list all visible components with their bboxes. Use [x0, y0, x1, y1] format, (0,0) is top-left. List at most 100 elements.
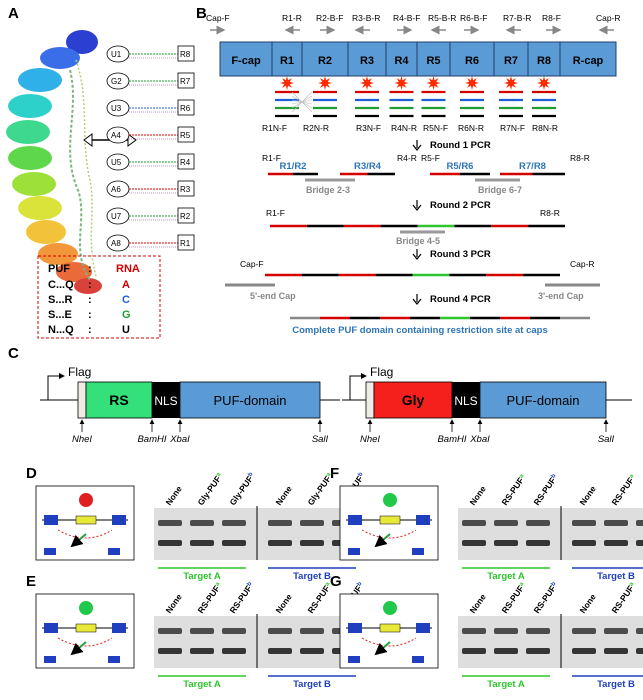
- code-row-puf: C...Q: [48, 279, 74, 291]
- lane-label-sup: a: [325, 471, 332, 478]
- bridge-label: Bridge 4-5: [396, 236, 440, 246]
- gel-band-upper: [190, 520, 214, 526]
- panel-letter-b: B: [196, 5, 207, 22]
- restriction-site-label: SalI: [598, 434, 615, 445]
- lane-label-sup: a: [324, 581, 331, 588]
- domain-label: RS: [109, 392, 128, 408]
- puf-domain-label: PUF-domain: [507, 393, 580, 408]
- segment-label: R7: [504, 55, 518, 67]
- target-b-label: Target B: [597, 571, 635, 582]
- top-primer-label: R2-B-F: [316, 13, 343, 23]
- splice-path: [57, 529, 113, 539]
- domain-box: [373, 381, 453, 419]
- bottom-primer-label: R6N-R: [458, 123, 484, 133]
- flag-box: [365, 381, 375, 419]
- lane-label: RS-PUFa: [609, 472, 638, 507]
- panel-letter-g: G: [330, 573, 342, 590]
- segment-label: R8: [537, 55, 551, 67]
- alt-exon-box: [379, 515, 401, 525]
- r2-primer-label: R8-R: [540, 208, 560, 218]
- panel-letter-f: F: [330, 465, 339, 482]
- round-label: Round 2 PCR: [430, 200, 491, 211]
- lane-label-sup: b: [247, 471, 254, 478]
- gel-band-upper: [222, 628, 246, 634]
- splice-path: [57, 637, 113, 647]
- r2-primer-label: R1-F: [266, 208, 285, 218]
- rna-base-label: U3: [111, 104, 122, 113]
- segment-label: R-cap: [573, 55, 604, 67]
- target-a-label: Target A: [487, 571, 525, 582]
- flag-label: Flag: [370, 365, 393, 379]
- gel-band-lower: [190, 648, 214, 654]
- exon-box: [112, 515, 126, 525]
- round-label: Round 3 PCR: [430, 249, 491, 260]
- segment-label: R1: [280, 55, 294, 67]
- gel-background: [458, 616, 643, 668]
- product-box: [412, 548, 424, 555]
- lane-label: RS-PUFa: [305, 580, 334, 615]
- gel-background: [458, 508, 643, 560]
- restriction-site-label: BamHI: [437, 434, 466, 445]
- code-row-sep: :: [88, 324, 92, 336]
- exon-box: [44, 515, 58, 525]
- rna-base-label: U5: [111, 158, 122, 167]
- gel-band-lower: [636, 648, 643, 654]
- lane-label-sup: a: [215, 471, 222, 478]
- mutation-star-icon: [465, 76, 479, 90]
- lane-label: RS-PUFb: [531, 580, 560, 615]
- lane-label: Gly-PUFa: [305, 471, 335, 507]
- segment-box: [527, 41, 561, 77]
- lane-label: RS-PUFb: [531, 472, 560, 507]
- top-primer-label: Cap-F: [206, 13, 230, 23]
- target-a-label: Target A: [183, 679, 221, 690]
- code-row-puf: N...Q: [48, 324, 74, 336]
- cross-line: [291, 91, 313, 113]
- round-label: Round 4 PCR: [430, 294, 491, 305]
- lane-label: Gly-PUFa: [195, 471, 225, 507]
- gel-panel-d: NoneGly-PUFaGly-PUFbNoneGly-PUFaGly-PUFb…: [35, 471, 367, 582]
- code-table: PUF : RNA C...Q:AS...R:CS...E:GN...Q:U: [37, 255, 161, 339]
- code-sep-0: :: [88, 263, 92, 275]
- domain-label: Gly: [402, 392, 425, 408]
- segment-label: R2: [318, 55, 332, 67]
- gel-band-lower: [572, 648, 596, 654]
- mutation-star-icon: [504, 76, 518, 90]
- gel-band-upper: [572, 628, 596, 634]
- panel-letter-d: D: [26, 465, 37, 482]
- exon-box: [112, 623, 126, 633]
- exon-box: [348, 515, 362, 525]
- gel-band-upper: [572, 520, 596, 526]
- outcome-arrow: [374, 533, 391, 548]
- gel-band-lower: [604, 648, 628, 654]
- product-box: [44, 656, 56, 663]
- promoter-arrow-icon: [349, 373, 367, 400]
- segment-label: R4: [394, 55, 409, 67]
- exon-box: [348, 623, 362, 633]
- final-product-label: Complete PUF domain containing restricti…: [292, 325, 548, 336]
- target-a-label: Target A: [183, 571, 221, 582]
- lane-label: None: [467, 592, 488, 615]
- product-box: [348, 656, 360, 663]
- product-box: [108, 656, 120, 663]
- code-row-sep: :: [88, 309, 92, 321]
- restriction-site-label: XbaI: [469, 434, 490, 445]
- code-row-rna: C: [122, 294, 130, 306]
- lane-label: None: [273, 592, 294, 615]
- repeat-label: R2: [180, 212, 191, 221]
- top-primer-label: Cap-R: [596, 13, 621, 23]
- outcome-arrow: [70, 533, 87, 548]
- puf-factor-icon: [79, 493, 93, 507]
- repeat-label: R8: [180, 50, 191, 59]
- mutation-star-icon: [394, 76, 409, 90]
- mutation-star-icon: [318, 76, 332, 90]
- r1-product-label: R7/R8: [519, 161, 546, 172]
- cap-label: 5'-end Cap: [250, 291, 296, 301]
- gel-background: [154, 508, 352, 560]
- bottom-primer-label: R1N-F: [262, 123, 287, 133]
- repeat-box: [177, 180, 195, 197]
- gel-band-lower: [604, 540, 628, 546]
- lane-label: RS-PUFa: [195, 580, 224, 615]
- segment-box: [271, 41, 303, 77]
